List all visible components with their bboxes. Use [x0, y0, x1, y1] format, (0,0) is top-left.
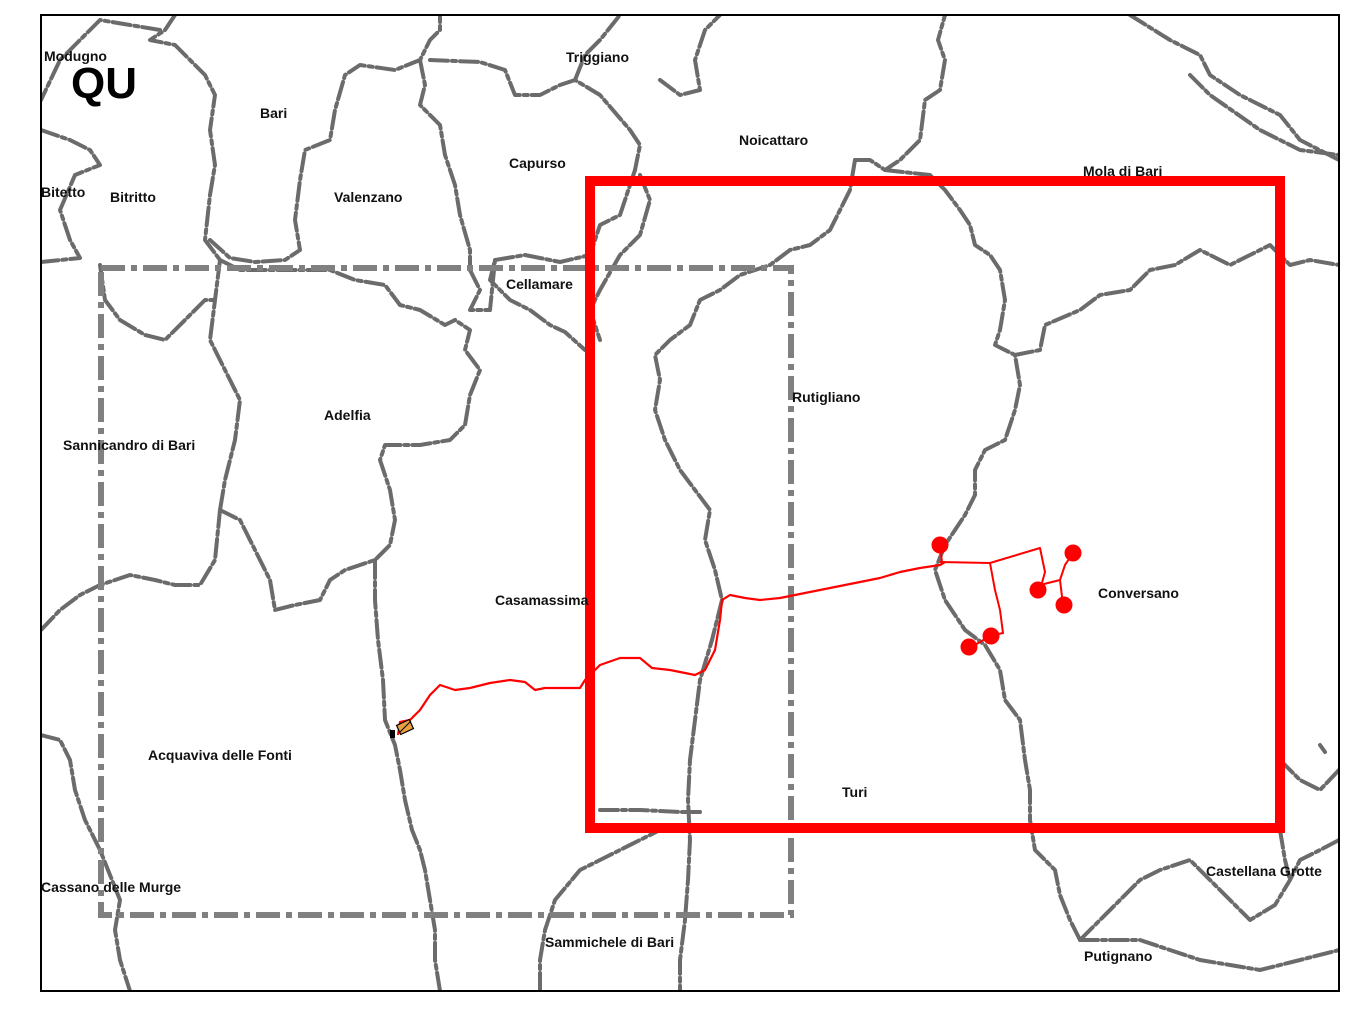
label-castellana-grotte: Castellana Grotte [1206, 863, 1322, 879]
cable-route-east [939, 547, 1046, 591]
turbine-marker [1029, 581, 1047, 599]
cable-route [396, 561, 946, 736]
label-adelfia: Adelfia [324, 407, 371, 423]
turbine-marker [1055, 596, 1073, 614]
label-mola-di-bari: Mola di Bari [1083, 163, 1162, 179]
label-turi: Turi [842, 784, 867, 800]
border-capurso-cellamare [468, 258, 497, 312]
border-castellana [1278, 758, 1339, 792]
border-triggiano-north [573, 15, 622, 82]
turbine-marker [1064, 544, 1082, 562]
border-turi-conversano [933, 543, 1082, 942]
label-sannicandro-di-bari: Sannicandro di Bari [63, 437, 195, 453]
border-triggiano [428, 58, 642, 172]
label-cassano-delle-murge: Cassano delle Murge [41, 879, 181, 895]
label-conversano: Conversano [1098, 585, 1179, 601]
border-bari-valenzano [208, 15, 442, 264]
substation-marker [390, 718, 415, 738]
border-sammichele-west [598, 808, 702, 814]
map-frame [40, 14, 1340, 992]
label-noicattaro: Noicattaro [739, 132, 808, 148]
border-adelfia-south [218, 318, 482, 612]
label-cellamare: Cellamare [506, 276, 573, 292]
border-noicattaro-south [488, 168, 637, 352]
label-putignano: Putignano [1084, 948, 1152, 964]
map-code-label: QU [71, 59, 137, 108]
border-casamassima-turi [678, 598, 724, 991]
label-modugno: Modugno [44, 48, 107, 64]
label-casamassima: Casamassima [495, 592, 589, 608]
border-bitritto-south [98, 263, 217, 342]
border-adelfia-west [208, 258, 242, 512]
label-triggiano: Triggiano [566, 49, 629, 65]
turbine-marker [931, 536, 949, 554]
label-sammichele-di-bari: Sammichele di Bari [545, 934, 674, 950]
border-putignano [1078, 838, 1339, 942]
border-misc-east [1318, 743, 1327, 754]
border-noicattaro-mola [853, 15, 947, 172]
border-bari-north [41, 18, 162, 102]
border-coast-inner [1188, 73, 1339, 157]
label-valenzano: Valenzano [334, 189, 402, 205]
border-rutigliano-mola [883, 168, 1022, 547]
label-capurso: Capurso [509, 155, 566, 171]
border-conversano-east [1278, 828, 1292, 882]
border-valenzano-capurso [418, 58, 472, 272]
border-sammichele [538, 828, 690, 991]
label-bari: Bari [260, 105, 287, 121]
secondary-area-outline [98, 265, 794, 918]
label-acquaviva-delle-fonti: Acquaviva delle Fonti [148, 747, 292, 763]
border-sannicandro-south [41, 508, 222, 632]
border-noicattaro-west [658, 15, 722, 97]
label-rutigliano: Rutigliano [792, 389, 860, 405]
border-bitetto-bitritto [41, 128, 102, 264]
border-rutigliano-north [653, 158, 857, 602]
border-modugno-bari [148, 15, 222, 262]
study-area-outline [585, 176, 1285, 833]
border-coast [1128, 15, 1339, 162]
turbine-marker [960, 638, 978, 656]
label-bitetto: Bitetto [41, 184, 85, 200]
border-casamassima-acquaviva [373, 558, 442, 991]
label-bitritto: Bitritto [110, 189, 156, 205]
turbine-marker [982, 627, 1000, 645]
border-putignano-south [1078, 938, 1339, 972]
